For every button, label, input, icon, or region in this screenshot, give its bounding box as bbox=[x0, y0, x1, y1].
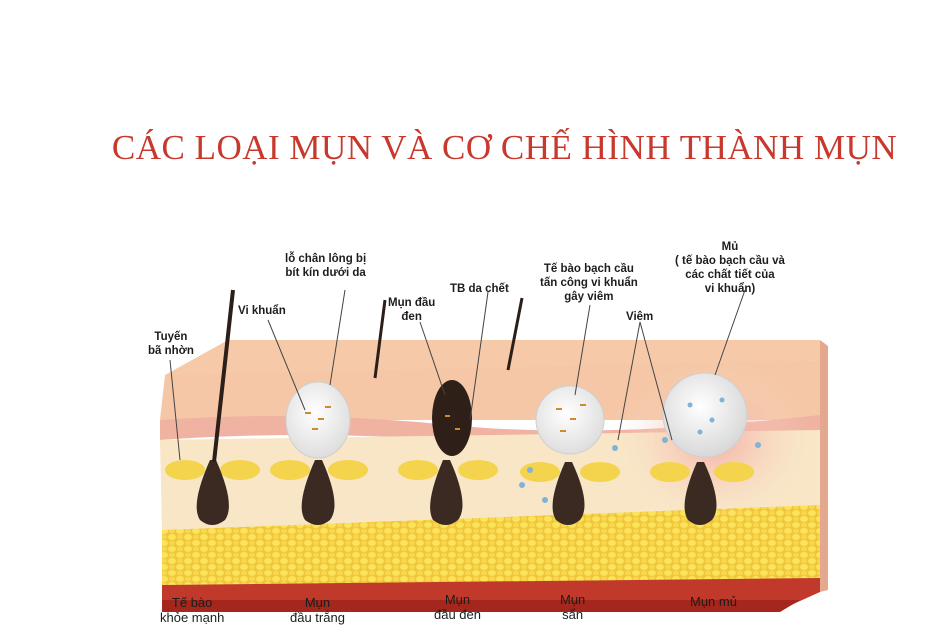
stage-blackhead bbox=[373, 297, 524, 525]
stage-whitehead bbox=[270, 381, 368, 525]
label-bacteria: Vi khuẩn bbox=[238, 305, 286, 317]
stage-label-pustule: Mụn mủ bbox=[690, 594, 737, 609]
stage-pustule bbox=[650, 372, 761, 525]
diagram-title: CÁC LOẠI MỤN VÀ CƠ CHẾ HÌNH THÀNH MỤN bbox=[111, 128, 898, 167]
leader-lines bbox=[169, 289, 746, 461]
stage-papule bbox=[519, 385, 620, 525]
stage-healthy-follicle bbox=[165, 289, 260, 525]
label-inflammation: Viêm bbox=[626, 311, 654, 323]
label-dead-cells: TB da chết bbox=[450, 283, 509, 295]
